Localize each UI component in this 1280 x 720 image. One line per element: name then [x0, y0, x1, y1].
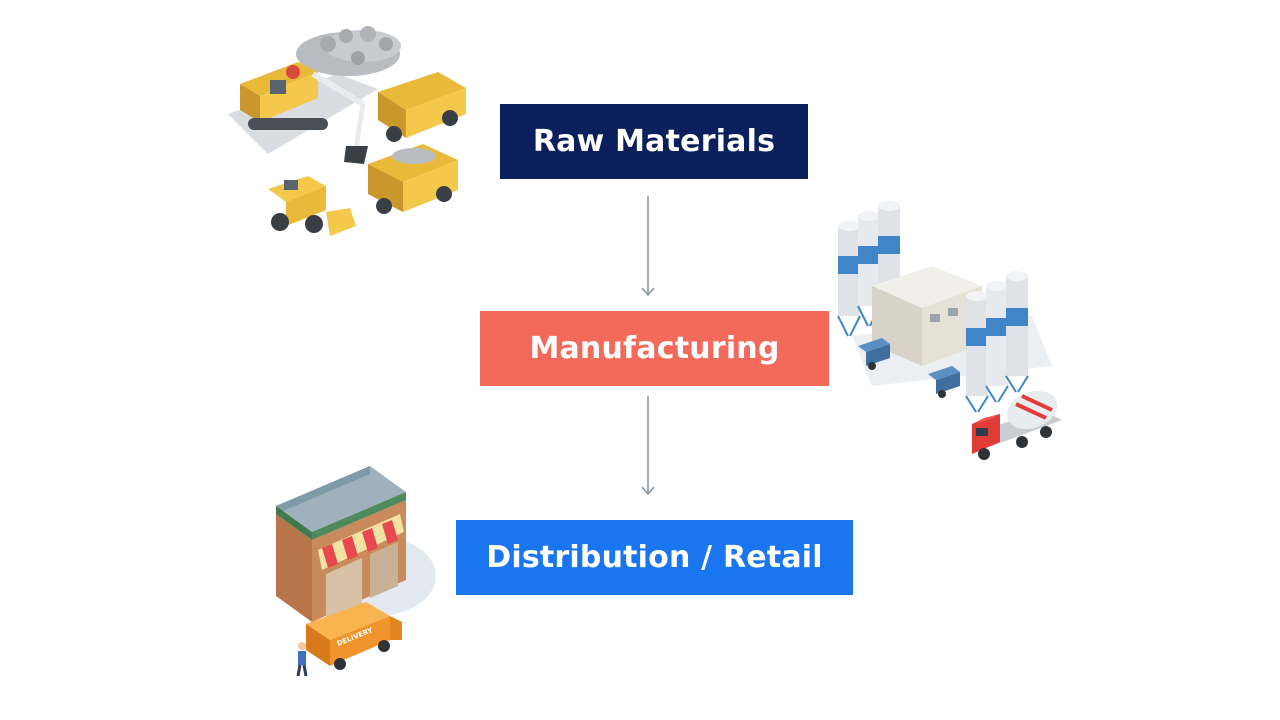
rock-pile-icon: [296, 26, 401, 76]
node-distribution-retail: Distribution / Retail: [456, 520, 853, 595]
delivery-person-icon: [296, 642, 308, 677]
cement-factory-illustration: [837, 201, 1062, 460]
arrow-manufacturing-to-distribution: [641, 396, 655, 496]
retail-store-illustration: DELIVERY: [276, 466, 436, 677]
arrow-raw-to-manufacturing: [641, 196, 655, 297]
node-manufacturing: Manufacturing: [480, 311, 829, 386]
excavator-icon: [240, 62, 368, 164]
wheel-loader-icon: [268, 176, 356, 236]
delivery-van-icon: DELIVERY: [306, 602, 402, 670]
dump-truck-icon: [378, 72, 466, 142]
silo-group-left-icon: [837, 201, 901, 337]
store-building-icon: [276, 466, 406, 622]
silo-group-right-icon: [965, 271, 1029, 413]
striped-awning-icon: [318, 514, 404, 570]
dump-truck-loaded-icon: [368, 144, 458, 214]
small-truck-icon: [858, 338, 960, 398]
cement-mixer-truck-icon: [972, 390, 1062, 460]
node-raw-materials: Raw Materials: [500, 104, 808, 179]
mining-machinery-illustration: [228, 26, 466, 236]
